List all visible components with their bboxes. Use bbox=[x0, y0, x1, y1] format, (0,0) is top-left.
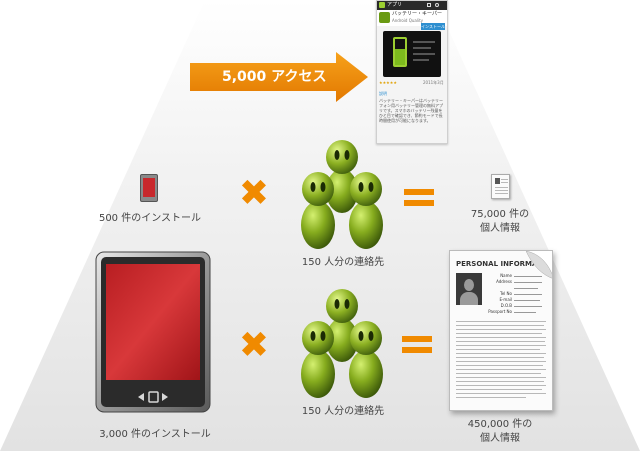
app-store-screenshot: アプリ バッテリー・キーパー Android Quality インストール ★★… bbox=[376, 0, 448, 144]
multiply-icon: ✖ bbox=[238, 173, 270, 214]
row1-install-label: 500 件のインストール bbox=[98, 213, 202, 224]
android-market-icon bbox=[379, 2, 385, 8]
row2-contacts-label: 150 人分の連絡先 bbox=[301, 406, 385, 417]
app-top-bar-title: アプリ bbox=[387, 2, 403, 8]
app-subtitle: Android Quality bbox=[392, 18, 424, 23]
document-fields: Name Address Tel No E-mail D.O.B Passpor… bbox=[484, 273, 512, 315]
tablet-screen bbox=[106, 264, 200, 380]
app-title: バッテリー・キーパー bbox=[392, 11, 442, 17]
install-button[interactable]: インストール bbox=[421, 23, 445, 30]
field-label-address: Address bbox=[496, 279, 512, 284]
app-description: バッテリー・キーパーはバッテリーフォン用バッテリー管理の無料アプリです。スマホの… bbox=[379, 98, 443, 123]
menu-icon bbox=[427, 3, 431, 7]
small-phone-device bbox=[140, 174, 158, 202]
row1-contacts-label: 150 人分の連絡先 bbox=[301, 257, 385, 268]
app-header: バッテリー・キーパー Android Quality bbox=[377, 10, 447, 26]
contacts-people-icon bbox=[301, 140, 383, 249]
small-document-icon bbox=[491, 174, 510, 199]
small-phone-screen bbox=[143, 178, 155, 197]
field-label-tel: Tel No bbox=[499, 291, 512, 296]
battery-graphic bbox=[393, 37, 407, 67]
share-icon bbox=[435, 3, 439, 7]
description-heading: 説明 bbox=[379, 91, 387, 96]
row1-result-line1: 75,000 件の bbox=[470, 209, 530, 220]
field-label-name: Name bbox=[500, 273, 512, 278]
app-date: 2011年3月 bbox=[423, 80, 444, 85]
portrait-photo bbox=[456, 273, 482, 305]
access-arrow-label: 5,000 アクセス bbox=[222, 69, 327, 85]
document-body-text bbox=[456, 321, 546, 405]
field-label-dob: D.O.B bbox=[500, 303, 512, 308]
row2-result-line2: 個人情報 bbox=[480, 433, 520, 444]
document-title: PERSONAL INFORMATION bbox=[456, 260, 553, 268]
battery-level bbox=[395, 49, 405, 65]
row1-result-line2: 個人情報 bbox=[480, 223, 520, 234]
equals-icon bbox=[404, 189, 434, 209]
field-label-email: E-mail bbox=[499, 297, 512, 302]
app-icon bbox=[379, 12, 390, 23]
row2-result-line1: 450,000 件の bbox=[467, 419, 533, 430]
contacts-people-icon bbox=[301, 289, 383, 398]
row2-install-label: 3,000 件のインストール bbox=[99, 429, 211, 440]
app-screenshot-preview bbox=[383, 31, 441, 77]
page-curl bbox=[526, 251, 552, 279]
tablet-device bbox=[95, 251, 211, 413]
app-rating: ★★★★★ bbox=[379, 80, 397, 85]
field-label-passport: Passport No bbox=[488, 309, 512, 314]
app-top-bar: アプリ bbox=[377, 1, 447, 10]
multiply-icon: ✖ bbox=[238, 325, 270, 366]
personal-information-document: PERSONAL INFORMATION Name Address Tel No… bbox=[449, 250, 553, 411]
access-arrow bbox=[190, 52, 368, 102]
equals-icon bbox=[402, 336, 432, 356]
